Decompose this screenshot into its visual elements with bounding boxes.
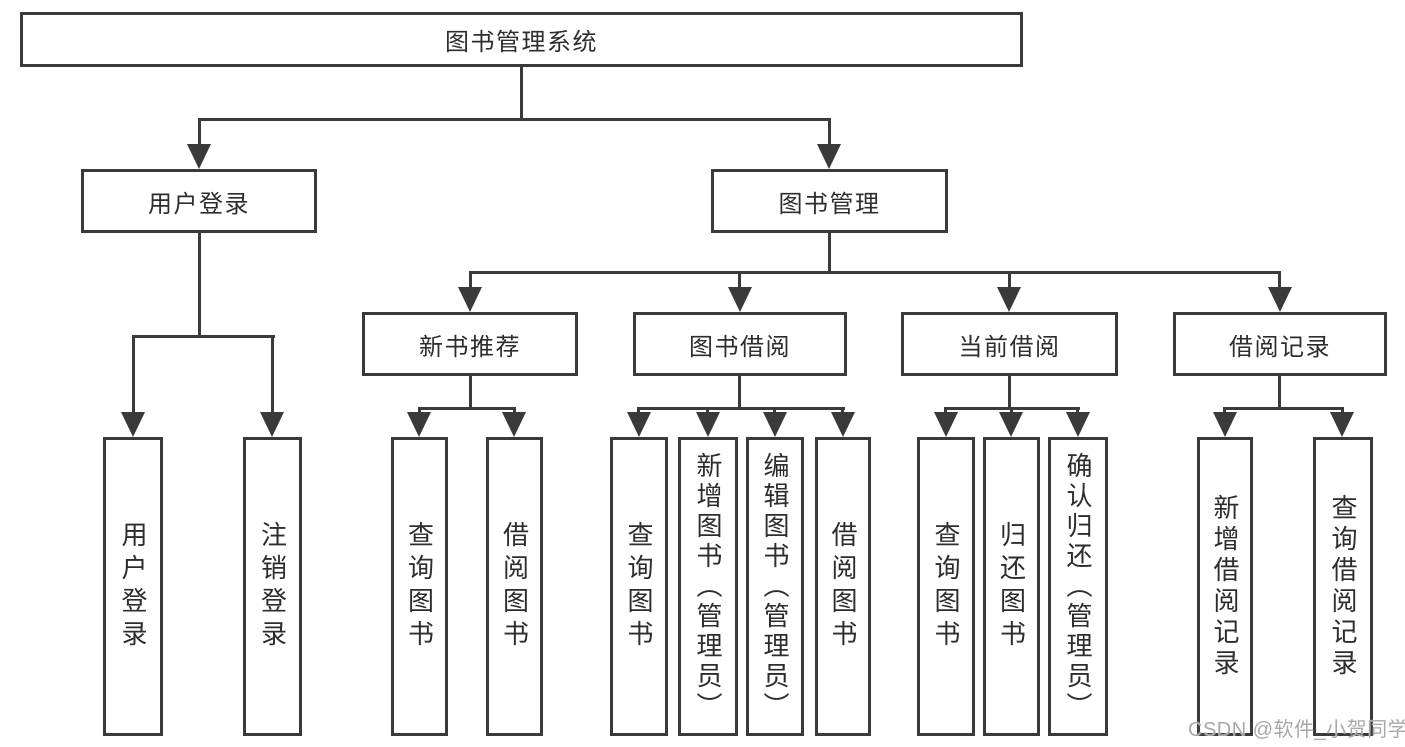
connector-line: [637, 407, 640, 415]
connector-line: [828, 118, 831, 146]
connector-line: [1223, 407, 1226, 415]
connector-line: [469, 376, 472, 410]
leaf-confirm-return-admin: 确认归还（管理员）: [1048, 437, 1108, 736]
leaf-query-books-3: 查询图书: [917, 437, 975, 736]
connector-line: [1341, 407, 1344, 415]
arrowhead-down-icon: [1330, 412, 1354, 437]
connector-line: [418, 407, 421, 415]
connector-line: [132, 335, 275, 338]
leaf-return-books: 归还图书: [983, 437, 1040, 736]
arrowhead-down-icon: [1066, 412, 1090, 437]
leaf-edit-book-admin: 编辑图书（管理员）: [746, 437, 804, 736]
node-borrowing-records: 借阅记录: [1173, 312, 1387, 376]
connector-line: [1278, 271, 1281, 289]
arrowhead-down-icon: [696, 412, 720, 437]
arrowhead-down-icon: [831, 412, 855, 437]
arrowhead-down-icon: [934, 412, 958, 437]
connector-line: [469, 271, 1281, 274]
arrowhead-down-icon: [627, 412, 651, 437]
leaf-user-login: 用户登录: [103, 437, 163, 736]
leaf-add-book-admin: 新增图书（管理员）: [678, 437, 738, 736]
leaf-borrow-books-2: 借阅图书: [815, 437, 871, 736]
connector-line: [520, 67, 523, 121]
arrowhead-down-icon: [121, 412, 145, 437]
arrowhead-down-icon: [187, 144, 211, 169]
connector-line: [773, 407, 776, 415]
connector-line: [1010, 407, 1013, 415]
connector-line: [513, 407, 516, 415]
connector-line: [469, 271, 472, 289]
arrowhead-down-icon: [260, 412, 284, 437]
arrowhead-down-icon: [997, 287, 1021, 312]
leaf-query-borrow-record: 查询借阅记录: [1313, 437, 1373, 736]
arrowhead-down-icon: [728, 287, 752, 312]
node-user-login-module: 用户登录: [81, 169, 317, 233]
csdn-watermark: CSDN @软件_小贺同学: [1188, 719, 1405, 741]
arrowhead-down-icon: [1213, 412, 1237, 437]
connector-line: [1278, 376, 1281, 410]
node-new-book-recommend: 新书推荐: [362, 312, 578, 376]
arrowhead-down-icon: [458, 287, 482, 312]
connector-line: [637, 407, 845, 410]
connector-line: [1223, 407, 1344, 410]
node-current-borrowing: 当前借阅: [901, 312, 1118, 376]
connector-line: [271, 335, 274, 414]
node-book-borrowing: 图书借阅: [633, 312, 847, 376]
arrowhead-down-icon: [999, 412, 1023, 437]
connector-line: [198, 118, 831, 121]
connector-line: [944, 407, 947, 415]
connector-line: [418, 407, 516, 410]
leaf-query-books-1: 查询图书: [391, 437, 448, 736]
arrowhead-down-icon: [1268, 287, 1292, 312]
connector-line: [738, 271, 741, 289]
connector-line: [738, 376, 741, 410]
node-book-management-module: 图书管理: [711, 169, 948, 233]
leaf-query-books-2: 查询图书: [610, 437, 668, 736]
arrowhead-down-icon: [817, 144, 841, 169]
arrowhead-down-icon: [502, 412, 526, 437]
arrowhead-down-icon: [763, 412, 787, 437]
leaf-borrow-books-1: 借阅图书: [486, 437, 543, 736]
arrowhead-down-icon: [407, 412, 431, 437]
leaf-logout: 注销登录: [243, 437, 302, 736]
connector-line: [1076, 407, 1079, 415]
leaf-add-borrow-record: 新增借阅记录: [1197, 437, 1253, 736]
connector-line: [198, 233, 201, 338]
connector-line: [198, 118, 201, 146]
connector-line: [132, 335, 135, 414]
connector-line: [1008, 271, 1011, 289]
node-root-library-system: 图书管理系统: [20, 12, 1023, 67]
connector-line: [706, 407, 709, 415]
connector-line: [1008, 376, 1011, 410]
connector-line: [828, 233, 831, 274]
connector-line: [841, 407, 844, 415]
